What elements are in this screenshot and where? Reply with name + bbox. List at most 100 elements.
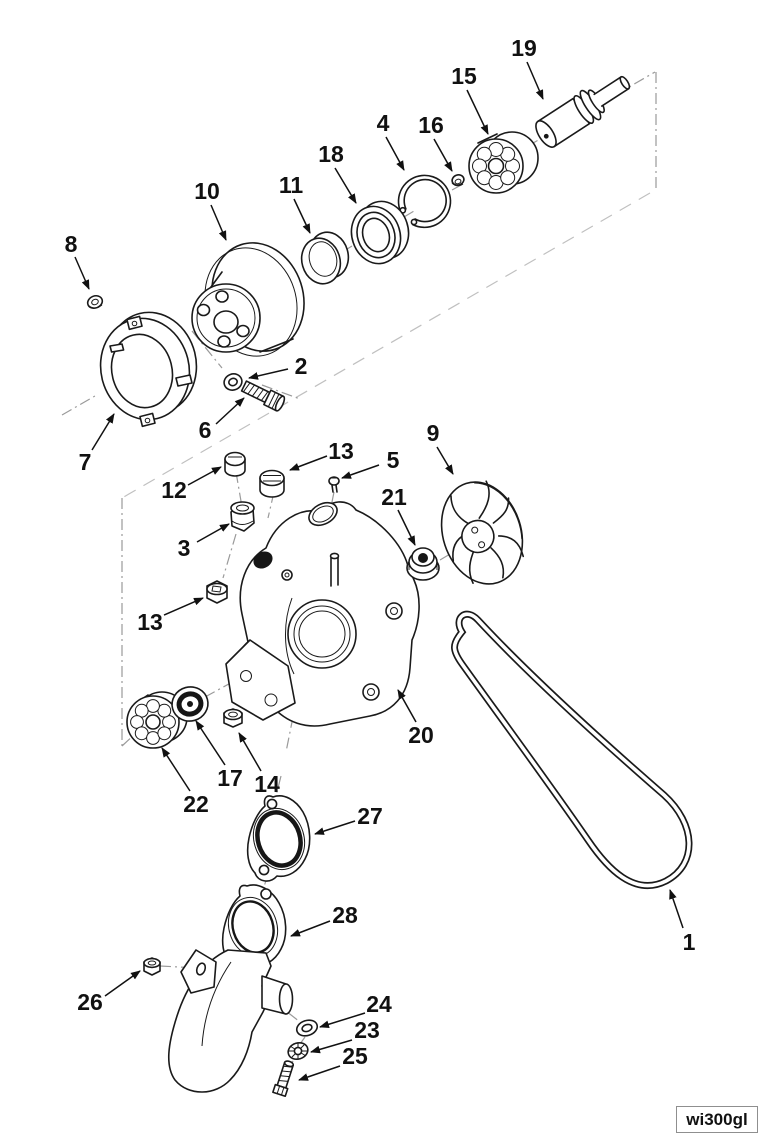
callout-label-20: 20 — [408, 722, 434, 748]
callout-label-13b: 13 — [137, 609, 163, 635]
callout-5: 5 — [341, 447, 400, 479]
leader-arrow-18 — [334, 167, 357, 204]
callout-label-25: 25 — [342, 1043, 368, 1069]
callout-26: 26 — [77, 970, 141, 1015]
bolt-part-25 — [272, 1060, 295, 1098]
callout-20: 20 — [397, 689, 434, 748]
leader-arrow-21 — [397, 509, 416, 546]
leader-arrow-20 — [397, 689, 417, 723]
callout-7: 7 — [79, 413, 115, 475]
leader-arrow-13b — [163, 597, 204, 616]
callout-28: 28 — [290, 902, 358, 937]
leader-arrow-4 — [385, 136, 405, 171]
seal-part-18 — [350, 200, 410, 265]
callout-label-5: 5 — [387, 447, 400, 473]
inlet-tube-part — [167, 884, 294, 1093]
callout-10: 10 — [194, 178, 227, 241]
leader-arrow-28 — [290, 920, 331, 937]
callout-9: 9 — [427, 420, 454, 475]
callout-label-3: 3 — [178, 535, 191, 561]
leader-arrow-2 — [248, 368, 289, 380]
callout-23: 23 — [310, 1017, 380, 1054]
pulley-part — [191, 242, 305, 357]
callout-2: 2 — [248, 353, 307, 380]
callout-18: 18 — [318, 141, 357, 204]
callout-1: 1 — [669, 889, 696, 955]
leader-arrow-5 — [341, 464, 380, 479]
leader-arrow-7 — [91, 413, 115, 451]
impeller-part — [440, 480, 525, 585]
bearing-part-15 — [468, 131, 539, 194]
leader-arrow-8 — [74, 256, 90, 290]
callout-label-27: 27 — [357, 803, 383, 829]
callout-label-6: 6 — [199, 417, 212, 443]
washer-part-23 — [287, 1041, 309, 1061]
callout-label-7: 7 — [79, 449, 92, 475]
callout-label-23: 23 — [354, 1017, 380, 1043]
callout-label-17: 17 — [217, 765, 243, 791]
callout-4: 4 — [377, 110, 405, 171]
callout-label-4: 4 — [377, 110, 390, 136]
leader-arrow-25 — [298, 1065, 341, 1081]
callout-label-16: 16 — [418, 112, 444, 138]
leader-arrow-22 — [161, 747, 191, 792]
gasket-part — [246, 795, 311, 882]
callout-label-26: 26 — [77, 989, 103, 1015]
plug-part-13a — [259, 469, 285, 498]
leader-arrow-3 — [196, 523, 230, 543]
callout-label-12: 12 — [161, 477, 187, 503]
callout-label-28: 28 — [332, 902, 358, 928]
leader-arrow-1 — [669, 889, 684, 929]
screw-part-5 — [328, 476, 340, 493]
leader-arrow-26 — [104, 970, 141, 997]
callout-15: 15 — [451, 63, 489, 135]
callout-24: 24 — [319, 991, 392, 1029]
callouts-layer: 19 15 16 4 18 11 10 8 — [65, 35, 696, 1081]
retaining-ring-part — [397, 174, 452, 229]
leader-arrow-17 — [195, 720, 226, 766]
callout-label-8: 8 — [65, 231, 78, 257]
nut-part-8 — [86, 294, 104, 310]
plug-part-12 — [224, 451, 246, 477]
callout-19: 19 — [511, 35, 544, 100]
callout-13a: 13 — [289, 438, 354, 471]
leader-arrow-12 — [187, 466, 222, 486]
callout-8: 8 — [65, 231, 90, 290]
leader-arrow-10 — [210, 204, 227, 241]
leader-arrow-15 — [466, 89, 489, 135]
callout-25: 25 — [298, 1043, 368, 1081]
callout-27: 27 — [314, 803, 383, 835]
callout-21: 21 — [381, 484, 416, 546]
plug-part-13b — [206, 580, 228, 604]
leader-arrow-13a — [289, 455, 328, 471]
figure-code-box: wi300gl — [676, 1106, 758, 1133]
callout-label-24: 24 — [366, 991, 392, 1017]
callout-label-13a: 13 — [328, 438, 354, 464]
callout-14: 14 — [238, 732, 280, 797]
shaft-part — [535, 75, 631, 148]
callout-label-18: 18 — [318, 141, 344, 167]
bolt-part-6 — [240, 380, 286, 412]
leader-arrow-23 — [310, 1039, 353, 1054]
callout-12: 12 — [161, 466, 222, 503]
leader-arrow-14 — [238, 732, 262, 772]
callout-label-11: 11 — [279, 172, 304, 198]
seal-part-17 — [171, 686, 209, 722]
figure-code: wi300gl — [686, 1110, 748, 1129]
nut-part-26 — [143, 957, 161, 976]
drive-belt-part — [451, 610, 693, 890]
callout-label-19: 19 — [511, 35, 537, 61]
plug-part-3 — [230, 501, 255, 532]
leader-arrow-6 — [215, 397, 245, 425]
hub-part-21 — [406, 547, 440, 581]
callout-3: 3 — [178, 523, 230, 561]
callout-22: 22 — [161, 747, 209, 817]
callout-11: 11 — [279, 172, 311, 234]
leader-arrow-19 — [526, 61, 544, 100]
leader-arrow-27 — [314, 820, 356, 835]
callout-label-10: 10 — [194, 178, 220, 204]
plug-part-16 — [451, 174, 465, 187]
callout-16: 16 — [418, 112, 453, 172]
